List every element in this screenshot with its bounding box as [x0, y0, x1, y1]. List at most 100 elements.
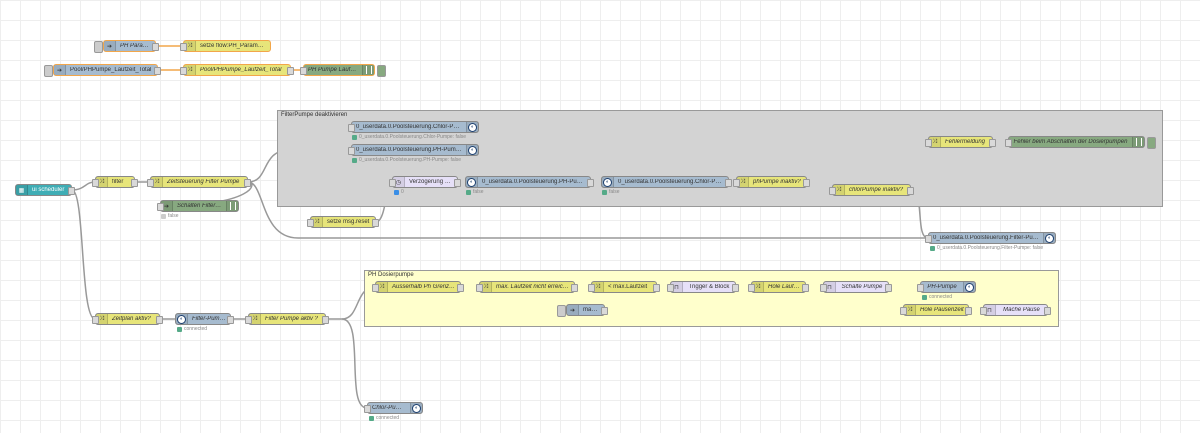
input-port[interactable]	[157, 203, 164, 211]
input-port[interactable]	[389, 179, 396, 187]
inject-button[interactable]	[94, 41, 103, 53]
node-ph-pumpe-state[interactable]: 0_userdata.0.Poolsteuerung.PH-Pumpe ◐	[348, 144, 479, 156]
shuffle-icon: ⤨	[184, 41, 196, 51]
output-port[interactable]	[989, 139, 996, 147]
node-filter[interactable]: ⤨ filter	[92, 176, 138, 188]
input-port[interactable]	[925, 235, 932, 243]
input-port[interactable]	[733, 179, 740, 187]
inject-button[interactable]	[44, 65, 53, 77]
output-port[interactable]	[732, 284, 739, 292]
input-port[interactable]	[588, 284, 595, 292]
output-port[interactable]	[725, 179, 732, 187]
input-port[interactable]	[748, 284, 755, 292]
output-port[interactable]	[803, 179, 810, 187]
node-fehler-debug[interactable]: Fehler beim Abschalten der Dosierpumpen	[1005, 136, 1145, 148]
input-port[interactable]	[900, 307, 907, 315]
node-mache-pause[interactable]: ⊓ Mache Pause	[980, 304, 1051, 316]
output-port[interactable]	[802, 284, 809, 292]
node-hole-laufzeit[interactable]: ⤨ Hole Laufzeit	[748, 281, 809, 293]
node-hole-pausenzeit[interactable]: ⤨ Hole Pausenzeit	[900, 304, 972, 316]
node-fehlermeldung[interactable]: ⤨ Fehlermeldung	[925, 136, 996, 148]
output-port[interactable]	[156, 316, 163, 324]
input-port[interactable]	[925, 139, 932, 147]
output-port[interactable]	[907, 187, 914, 195]
input-port[interactable]	[348, 147, 355, 155]
iobroker-circle-icon: ◐	[1043, 233, 1055, 243]
input-port[interactable]	[180, 43, 187, 51]
iobroker-circle-icon: ◐	[963, 282, 975, 292]
output-port[interactable]	[454, 179, 461, 187]
input-port[interactable]	[476, 284, 483, 292]
input-port[interactable]	[307, 219, 314, 227]
input-port[interactable]	[667, 284, 674, 292]
output-port[interactable]	[1044, 307, 1051, 315]
output-port[interactable]	[287, 67, 294, 75]
input-port[interactable]	[348, 124, 355, 132]
output-port[interactable]	[154, 67, 161, 75]
output-port[interactable]	[227, 316, 234, 324]
input-port[interactable]	[364, 405, 371, 413]
status-chlor-state-false: false	[602, 189, 620, 195]
node-zeitplan-aktiv[interactable]: ⤨ Zeitplan aktiv?	[92, 313, 163, 325]
node-filter-pumpe-state[interactable]: 0_userdata.0.Poolsteuerung.Filter-Pumpe …	[925, 232, 1056, 244]
output-port[interactable]	[571, 284, 578, 292]
node-chlor-pumpe-state2[interactable]: ◐ 0_userdata.0.Poolsteuerung.Chlor-Pumpe	[601, 176, 732, 188]
node-ausserhalb[interactable]: ⤨ Ausserhalb Ph Grenzen?	[372, 281, 464, 293]
output-port[interactable]	[653, 284, 660, 292]
node-schalten-filter[interactable]: ➔ Schalten Filter-Pumpe	[157, 200, 239, 212]
node-ph-pumpe-laufzeit[interactable]: PH Pumpe Laufzeit	[300, 64, 375, 76]
input-port[interactable]	[300, 67, 307, 75]
input-port[interactable]	[245, 316, 252, 324]
trigger-icon: ⊓	[984, 305, 996, 315]
node-verzoegerung[interactable]: ◷ Verzögerung 1m	[389, 176, 461, 188]
node-phpumpe-inaktiv[interactable]: ⤨ phPumpe inaktiv?	[733, 176, 810, 188]
input-port[interactable]	[372, 284, 379, 292]
node-pool-laufzeit-total-fn[interactable]: ⤨ Pool/PHPumpe_Laufzeit_Total	[180, 64, 294, 76]
node-max-laufzeit-nicht[interactable]: ⤨ max. Laufzeit nicht erreicht?	[476, 281, 578, 293]
input-port[interactable]	[820, 284, 827, 292]
input-port[interactable]	[92, 179, 99, 187]
debug-toggle-button[interactable]	[377, 65, 386, 77]
node-filter-pumpe-in[interactable]: ◐ Filter-Pumpe	[175, 313, 234, 325]
trigger-icon: ⊓	[824, 282, 836, 292]
node-pool-laufzeit-total[interactable]: ➔ Pool/PHPumpe_Laufzeit_Total	[53, 64, 161, 76]
output-port[interactable]	[457, 284, 464, 292]
node-setze-flow[interactable]: ⤨ setze flow:PH_Parameter	[180, 40, 271, 52]
trigger-icon: ⊓	[671, 282, 683, 292]
group-ph-dosierpumpe[interactable]: PH Dosierpumpe	[364, 270, 1059, 327]
output-port[interactable]	[601, 307, 608, 315]
node-ph-parameter[interactable]: ➔ PH Parameter	[103, 40, 159, 52]
input-port[interactable]	[917, 284, 924, 292]
output-port[interactable]	[152, 43, 159, 51]
input-port[interactable]	[180, 67, 187, 75]
node-chlorpumpe-inaktiv[interactable]: ⤨ chlorPumpe inaktiv?	[829, 184, 914, 196]
node-ui-scheduler[interactable]: ▦ ui scheduler	[15, 184, 75, 196]
output-port[interactable]	[885, 284, 892, 292]
node-manueller-reset-body[interactable]: ➔ manueller Reset	[566, 304, 608, 316]
debug-toggle-button[interactable]	[1147, 137, 1156, 149]
node-chlor-pumpe-state[interactable]: 0_userdata.0.Poolsteuerung.Chlor-Pumpe ◐	[348, 121, 479, 133]
inject-button[interactable]	[557, 305, 566, 317]
input-port[interactable]	[147, 179, 154, 187]
node-kleiner-max-laufzeit[interactable]: ⤨ < max.Laufzeit	[588, 281, 660, 293]
node-chlor-pumpe-out[interactable]: Chlor-Pumpe ◐	[364, 402, 423, 414]
node-ph-pumpe-state2[interactable]: ◐ 0_userdata.0.Poolsteuerung.PH-Pumpe	[465, 176, 594, 188]
node-zeitsteuerung[interactable]: ⤨ Zeitsteuerung Filter Pumpe	[147, 176, 251, 188]
node-setze-msg-reset[interactable]: ⤨ setze msg.reset	[307, 216, 379, 228]
node-schalte-pumpe[interactable]: ⊓ Schalte Pumpe	[820, 281, 892, 293]
output-port[interactable]	[244, 179, 251, 187]
node-filter-pumpe-aktiv[interactable]: ⤨ Filter Pumpe aktiv ?	[245, 313, 329, 325]
input-port[interactable]	[1005, 139, 1012, 147]
input-port[interactable]	[980, 307, 987, 315]
output-port[interactable]	[322, 316, 329, 324]
output-port[interactable]	[68, 187, 75, 195]
output-port[interactable]	[131, 179, 138, 187]
output-port[interactable]	[587, 179, 594, 187]
node-trigger-block[interactable]: ⊓ Trigger & Block	[667, 281, 739, 293]
input-port[interactable]	[829, 187, 836, 195]
input-port[interactable]	[92, 316, 99, 324]
output-port[interactable]	[372, 219, 379, 227]
output-port[interactable]	[965, 307, 972, 315]
node-ph-pumpe-out[interactable]: PH-Pumpe ◐	[917, 281, 976, 293]
